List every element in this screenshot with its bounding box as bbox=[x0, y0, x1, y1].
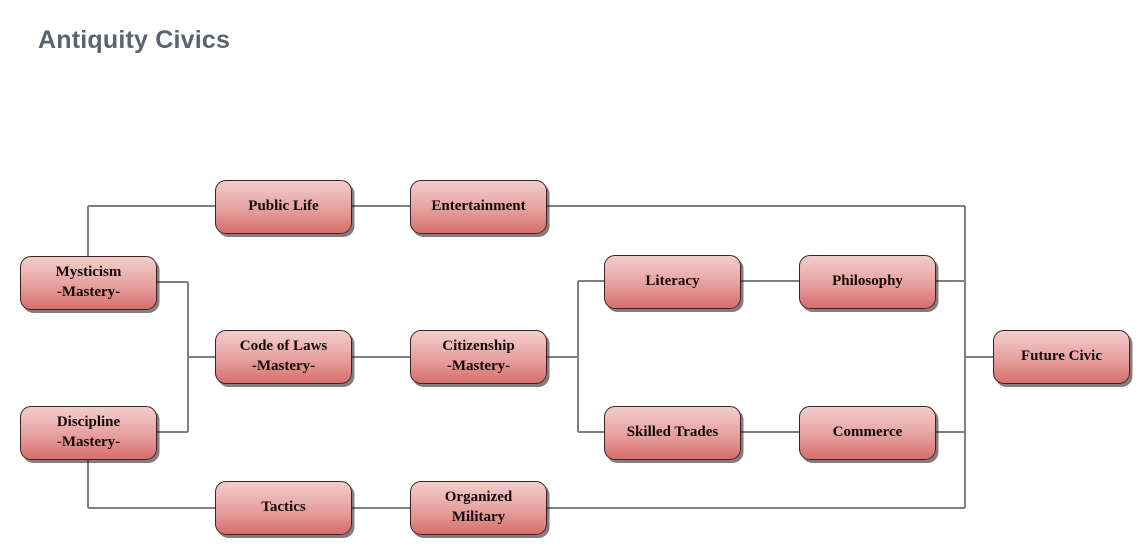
tech-node-label: Citizenship -Mastery- bbox=[442, 338, 515, 374]
tech-node-commerce[interactable]: Commerce bbox=[799, 406, 936, 460]
tech-node-label: Future Civic bbox=[1021, 348, 1102, 365]
tech-node-label: Mysticism -Mastery- bbox=[55, 264, 122, 300]
tech-node-label: Entertainment bbox=[431, 198, 526, 215]
tech-node-label: Literacy bbox=[645, 273, 700, 290]
tech-node-philosophy[interactable]: Philosophy bbox=[799, 255, 936, 309]
tech-node-entertainment[interactable]: Entertainment bbox=[410, 180, 547, 234]
tech-node-label: Discipline -Mastery- bbox=[56, 414, 121, 450]
tech-node-citizenship[interactable]: Citizenship -Mastery- bbox=[410, 330, 547, 384]
tech-node-future_civic[interactable]: Future Civic bbox=[993, 330, 1130, 384]
tech-node-label: Code of Laws -Mastery- bbox=[239, 338, 328, 374]
tech-node-mysticism[interactable]: Mysticism -Mastery- bbox=[20, 256, 157, 310]
tech-node-label: Organized Military bbox=[444, 489, 513, 525]
tech-node-tactics[interactable]: Tactics bbox=[215, 481, 352, 535]
tech-node-label: Philosophy bbox=[832, 273, 903, 290]
tech-node-skilled_trades[interactable]: Skilled Trades bbox=[604, 406, 741, 460]
tech-node-label: Commerce bbox=[832, 424, 903, 441]
tech-node-label: Public Life bbox=[248, 198, 319, 215]
tech-node-organized_military[interactable]: Organized Military bbox=[410, 481, 547, 535]
tech-node-public_life[interactable]: Public Life bbox=[215, 180, 352, 234]
tech-node-label: Tactics bbox=[261, 499, 306, 516]
tech-node-label: Skilled Trades bbox=[626, 424, 719, 441]
tech-node-code_of_laws[interactable]: Code of Laws -Mastery- bbox=[215, 330, 352, 384]
page-title: Antiquity Civics bbox=[38, 26, 231, 54]
tech-node-discipline[interactable]: Discipline -Mastery- bbox=[20, 406, 157, 460]
tech-node-literacy[interactable]: Literacy bbox=[604, 255, 741, 309]
